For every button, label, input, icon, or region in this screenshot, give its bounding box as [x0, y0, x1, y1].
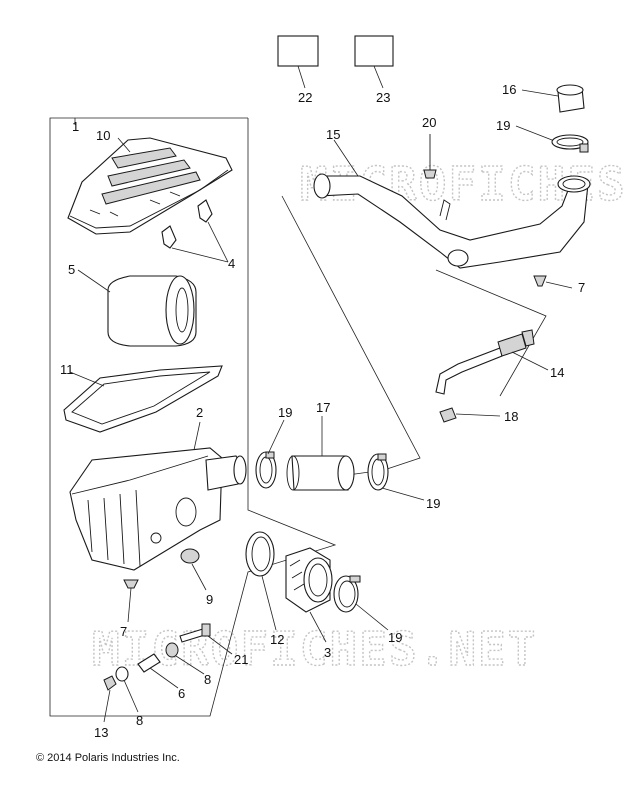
callout-16: 16: [502, 82, 516, 97]
callout-19-right: 19: [426, 496, 440, 511]
callout-19-top: 19: [496, 118, 510, 133]
leader-8-upper: [175, 655, 205, 675]
callout-3: 3: [324, 645, 331, 660]
leader-19-lower: [355, 603, 389, 631]
callout-8-upper: 8: [204, 672, 211, 687]
leader-19-top: [515, 125, 553, 141]
assembly-outline: [49, 117, 337, 717]
leader-7-upper: [545, 281, 573, 289]
callout-20: 20: [422, 115, 436, 130]
callout-19-left: 19: [278, 405, 292, 420]
leader-19-right: [381, 487, 425, 501]
leader-21: [207, 635, 233, 655]
callout-5: 5: [68, 262, 75, 277]
part-18-nut: [439, 407, 457, 423]
callout-15: 15: [326, 127, 340, 142]
callout-1: 1: [72, 119, 79, 134]
part-8-washer-lower: [115, 666, 129, 682]
leader-16: [521, 89, 559, 97]
part-9-plug: [180, 548, 200, 564]
leader-10: [117, 137, 131, 153]
watermark-bottom: MICROFICHES.NET: [92, 622, 537, 676]
callout-11: 11: [60, 362, 74, 377]
callout-8-lower: 8: [136, 713, 143, 728]
part-2-airbox: [69, 447, 247, 571]
leader-7-lower: [127, 587, 132, 623]
part-14-hose: [435, 329, 535, 395]
callout-18: 18: [504, 409, 518, 424]
part-8-spacer-upper: [165, 642, 179, 658]
part-4-clips: [161, 199, 213, 249]
leader-22: [297, 65, 306, 89]
callout-6: 6: [178, 686, 185, 701]
callout-2: 2: [196, 405, 203, 420]
part-23-box: [354, 35, 394, 67]
callout-7-upper: 7: [578, 280, 585, 295]
tube-assembly-outline-right: [435, 269, 547, 397]
leader-5: [77, 269, 111, 293]
leader-9: [191, 563, 207, 591]
part-16-sleeve: [556, 84, 585, 113]
part-6-sleeve: [137, 653, 161, 673]
leader-11: [69, 371, 105, 387]
leader-8-lower: [123, 679, 139, 713]
part-10-cover: [67, 137, 233, 235]
part-21-bolt: [179, 623, 211, 643]
part-19-clamp-right: [367, 453, 389, 491]
copyright-notice: © 2014 Polaris Industries Inc.: [36, 752, 180, 764]
callout-17: 17: [316, 400, 330, 415]
part-3-boot: [285, 547, 333, 613]
callout-4: 4: [228, 256, 235, 271]
leader-6: [149, 667, 179, 689]
leader-14: [511, 351, 549, 371]
part-7-drain-upper: [533, 275, 547, 287]
leader-19-left: [267, 419, 285, 455]
part-13-nut: [103, 675, 117, 691]
leader-2: [193, 421, 201, 451]
callout-10: 10: [96, 128, 110, 143]
leader-4b: [207, 221, 229, 263]
part-15-intake-tube: [313, 173, 591, 269]
callout-14: 14: [550, 365, 564, 380]
callout-22: 22: [298, 90, 312, 105]
callout-19-lower: 19: [388, 630, 402, 645]
leader-18: [455, 413, 501, 417]
leader-23: [373, 65, 384, 89]
callout-23: 23: [376, 90, 390, 105]
tube-assembly-outline: [281, 195, 421, 481]
callout-9: 9: [206, 592, 213, 607]
part-19-clamp-lower: [333, 575, 361, 613]
part-22-box: [277, 35, 319, 67]
leader-4a: [171, 247, 229, 263]
part-17-coupler: [286, 455, 355, 491]
part-12-clamp: [245, 531, 275, 577]
leader-15: [333, 139, 359, 177]
part-20-screw: [423, 134, 437, 179]
callout-7-lower: 7: [120, 624, 127, 639]
callout-12: 12: [270, 632, 284, 647]
part-5-filter: [107, 275, 197, 347]
part-7-drain-lower: [123, 579, 139, 589]
part-11-gasket: [63, 365, 223, 433]
part-19-clamp-top: [551, 134, 589, 153]
callout-21: 21: [234, 652, 248, 667]
part-19-clamp-left: [255, 451, 277, 489]
leader-13: [103, 689, 111, 723]
callout-13: 13: [94, 725, 108, 740]
leader-3: [309, 611, 327, 643]
leader-12: [261, 575, 277, 631]
